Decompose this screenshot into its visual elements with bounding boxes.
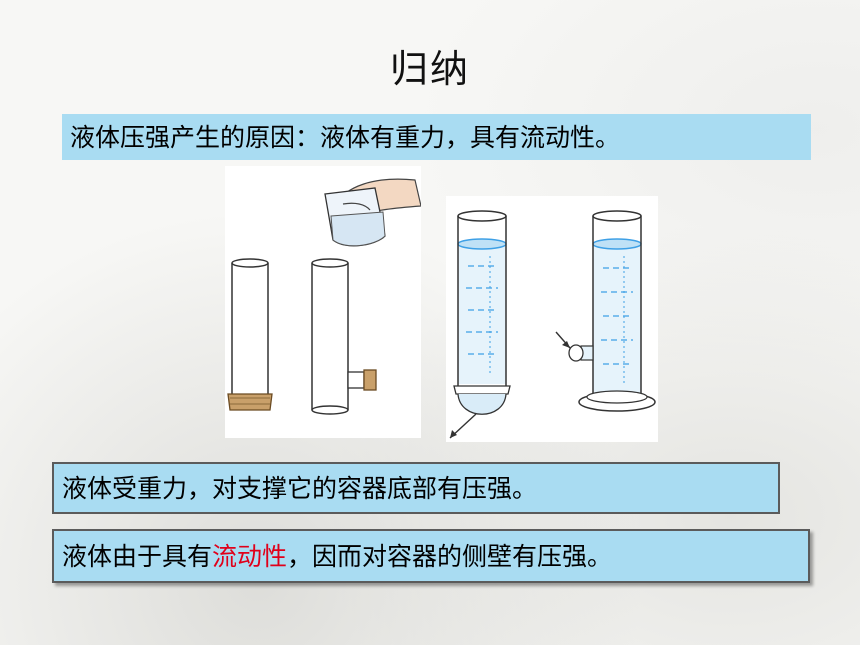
summary-text: 液体压强产生的原因：液体有重力，具有流动性。	[70, 122, 621, 152]
empty-tubes-drawing	[227, 178, 421, 415]
illustration-empty-tubes	[225, 166, 421, 438]
side-pressure-highlight: 流动性	[212, 541, 288, 571]
bottom-pressure-box: 液体受重力，对支撑它的容器底部有压强。	[52, 462, 780, 514]
side-pressure-prefix: 液体由于具有	[62, 541, 213, 571]
water-tube-bottom-bulge	[449, 210, 511, 439]
water-tube-side-bulge	[555, 210, 656, 412]
slide-title: 归纳	[389, 47, 470, 91]
summary-box: 液体压强产生的原因：液体有重力，具有流动性。	[62, 114, 811, 160]
tube-with-bottom-membrane	[227, 258, 273, 411]
side-pressure-box: 液体由于具有流动性，因而对容器的侧壁有压强。	[52, 529, 810, 583]
water-tubes-drawing	[449, 210, 656, 439]
bottom-pressure-text: 液体受重力，对支撑它的容器底部有压强。	[62, 473, 538, 503]
pouring-beaker-illustration	[324, 178, 421, 247]
tube-with-side-membrane	[311, 258, 377, 415]
illustration-water-tubes	[446, 196, 658, 442]
side-pressure-suffix: ，因而对容器的侧壁有压强。	[287, 541, 613, 571]
